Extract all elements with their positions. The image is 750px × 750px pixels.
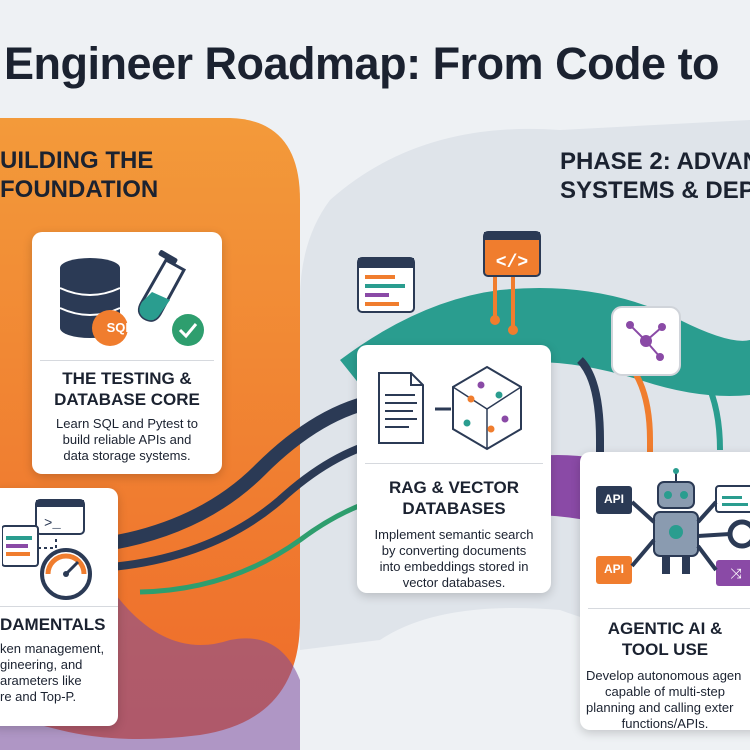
card-desc-line4: functions/APIs.: [621, 716, 709, 730]
card-desc-line3: into embeddings stored in: [379, 559, 529, 574]
card-desc-line4: vector databases.: [402, 575, 506, 590]
phase-1-heading: UILDING THE FOUNDATION: [0, 146, 158, 204]
card-desc-line2: by converting documents: [381, 543, 527, 558]
phase-2-heading-line1: PHASE 2: ADVAN: [560, 148, 750, 175]
network-node-icon: [611, 306, 681, 376]
card-divider: [365, 463, 543, 464]
card-desc-line3: planning and calling exter: [586, 700, 734, 715]
card-desc-line4: re and Top-P.: [0, 689, 77, 704]
card-divider: [588, 608, 750, 609]
api-label-top: API: [603, 492, 624, 506]
card-text: DAMENTALS ken management, gineering, and…: [0, 614, 116, 705]
card-title-line1: AGENTIC AI &: [607, 619, 723, 638]
card-fundamentals: >_ DAMENTALS ken management, gineering, …: [0, 488, 118, 726]
card-desc-line1: Learn SQL and Pytest to: [56, 416, 198, 431]
code-window-icon: [357, 257, 415, 313]
phase-1-heading-line1: UILDING THE: [0, 147, 154, 174]
card-title-line1: THE TESTING &: [62, 369, 192, 388]
card-desc-line2: capable of multi-step: [605, 684, 725, 699]
card-desc-line2: build reliable APIs and: [62, 432, 192, 447]
card-testing-database-core: SQL THE TESTING & DATABASE CORE Learn SQ…: [32, 232, 222, 474]
svg-text:</>: </>: [496, 253, 528, 273]
sql-label: SQL: [106, 320, 134, 335]
card-desc-line1: Develop autonomous agen: [586, 668, 742, 683]
html-tag-icon: </>: [483, 231, 541, 277]
card-title-line1: RAG & VECTOR: [388, 478, 520, 497]
card-rag-vector-databases: RAG & VECTOR DATABASES Implement semanti…: [357, 345, 551, 593]
card-divider: [40, 360, 214, 361]
document-vector-icon: [378, 365, 522, 451]
api-label-bottom: API: [603, 562, 624, 576]
card-desc-line3: arameters like: [0, 673, 82, 688]
card-text: THE TESTING & DATABASE CORE Learn SQL an…: [32, 368, 222, 464]
svg-text:>_: >_: [44, 516, 61, 532]
phase-1-heading-line2: FOUNDATION: [0, 176, 159, 203]
phase-2-heading: PHASE 2: ADVAN SYSTEMS & DEPL: [560, 147, 750, 205]
card-text: RAG & VECTOR DATABASES Implement semanti…: [357, 477, 551, 591]
card-desc-line1: ken management,: [0, 641, 105, 656]
card-title-line2: DATABASES: [402, 499, 506, 518]
database-sql-icon: [59, 250, 204, 346]
robot-agent-icon: ⤨: [596, 468, 750, 586]
phase-2-heading-line2: SYSTEMS & DEPL: [560, 177, 750, 204]
svg-text:⤨: ⤨: [730, 566, 742, 582]
card-desc-line3: data storage systems.: [63, 448, 191, 463]
card-agentic-ai-tool-use: ⤨ API API AGENTIC AI & TOOL USE Develop: [580, 452, 750, 730]
card-title-line2: TOOL USE: [621, 640, 709, 659]
card-title-line2: DATABASE CORE: [54, 390, 200, 409]
page-title: Engineer Roadmap: From Code to: [4, 38, 720, 89]
card-divider: [0, 606, 118, 607]
card-desc-line1: Implement semantic search: [374, 527, 534, 542]
card-text: AGENTIC AI & TOOL USE Develop autonomous…: [580, 618, 750, 730]
card-title-line1: DAMENTALS: [0, 615, 106, 634]
card-desc-line2: gineering, and: [0, 657, 83, 672]
terminal-gauge-icon: >_: [2, 499, 92, 600]
